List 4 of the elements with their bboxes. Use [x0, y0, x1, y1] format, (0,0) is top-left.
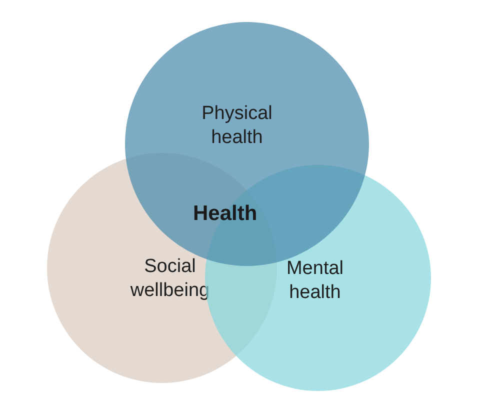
center-label: Health — [193, 202, 258, 226]
circle-label: Physical health — [200, 102, 274, 150]
circle-label: Mental health — [285, 257, 345, 304]
circle-label: Social wellbeing — [129, 255, 211, 302]
